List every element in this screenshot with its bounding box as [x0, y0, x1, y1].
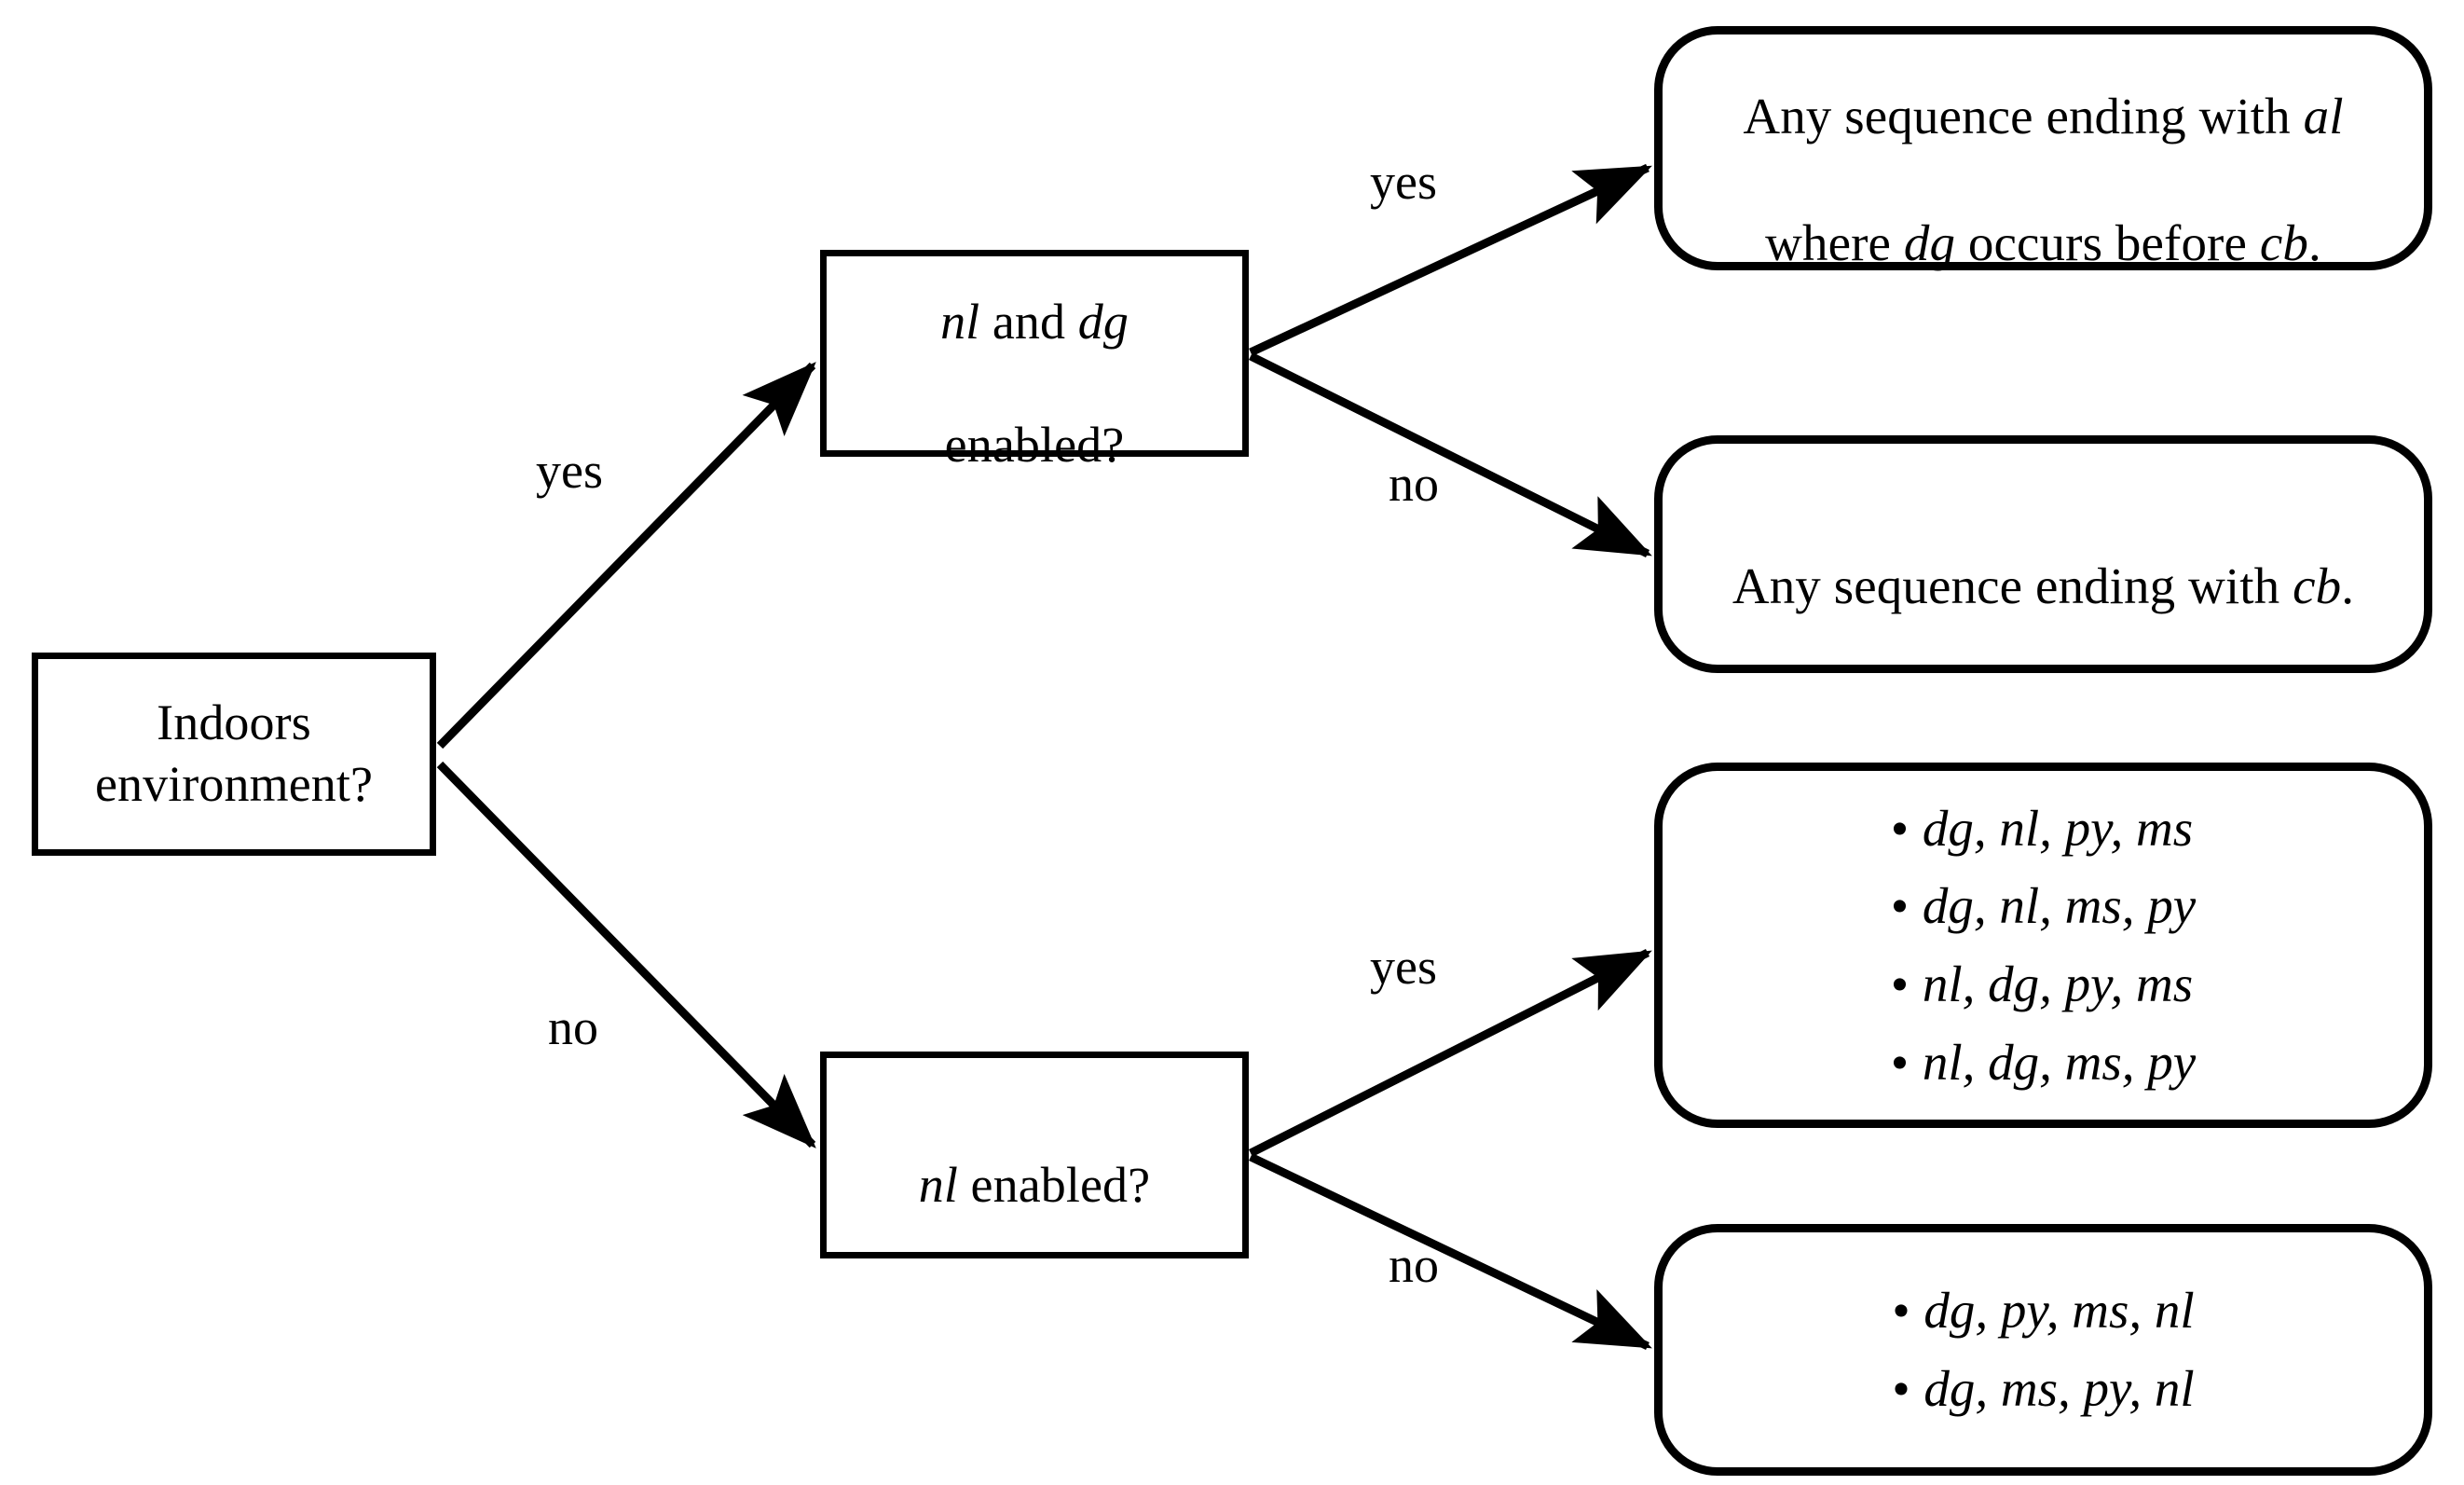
outcome-al-line2-pre: where — [1765, 214, 1904, 272]
list-item: nl, dg, ms, py — [1923, 1024, 2196, 1102]
node-nl-and-dg-enabled-label: nl and dg enabled? — [940, 230, 1129, 476]
mnemonic-al: al — [2303, 87, 2344, 144]
outcome-four-orders-list: dg, nl, py, ms dg, nl, ms, py nl, dg, py… — [1891, 790, 2196, 1101]
edge-root-no — [436, 761, 816, 1148]
list-item: dg, nl, ms, py — [1923, 867, 2196, 945]
outcome-al-line2-mid: occurs before — [1955, 214, 2260, 272]
list-item: dg, py, ms, nl — [1923, 1272, 2194, 1350]
node-outcome-sequence-al[interactable]: Any sequence ending with al where dg occ… — [1654, 26, 2432, 271]
list-item: dg, ms, py, nl — [1923, 1350, 2194, 1428]
edge-nldg-no — [1248, 351, 1652, 558]
node-outcome-sequence-cb-label: Any sequence ending with cb. — [1732, 490, 2354, 617]
node-outcome-four-orders[interactable]: dg, nl, py, ms dg, nl, ms, py nl, dg, py… — [1654, 763, 2432, 1128]
edge-nl-yes — [1248, 948, 1652, 1158]
node-nl-enabled[interactable]: nl enabled? — [820, 1052, 1249, 1258]
node-indoors-environment[interactable]: Indoors environment? — [32, 653, 436, 856]
nl-enabled-rest: enabled? — [957, 1157, 1151, 1213]
node-nl-and-dg-enabled[interactable]: nl and dg enabled? — [820, 250, 1249, 473]
outcome-al-line2-post: . — [2307, 214, 2321, 272]
outcome-two-orders-list: dg, py, ms, nl dg, ms, py, nl — [1892, 1272, 2194, 1427]
mnemonic-cb: cb — [2259, 214, 2308, 272]
mnemonic-dg: dg — [1077, 294, 1129, 351]
list-item: dg, nl, py, ms — [1923, 790, 2196, 868]
edge-label-nldg-yes: yes — [1370, 154, 1437, 210]
node-outcome-sequence-cb[interactable]: Any sequence ending with cb. — [1654, 435, 2432, 673]
edge-nl-no — [1249, 1152, 1652, 1351]
edge-label-nldg-no: no — [1389, 456, 1439, 512]
node-outcome-two-orders[interactable]: dg, py, ms, nl dg, ms, py, nl — [1654, 1224, 2432, 1476]
edge-label-root-yes: yes — [536, 443, 603, 499]
outcome-al-line1-pre: Any sequence ending with — [1743, 87, 2304, 144]
enabled-question-line2: enabled? — [944, 416, 1125, 473]
outcome-cb-pre: Any sequence ending with — [1732, 557, 2293, 614]
mnemonic-dg: dg — [1903, 214, 1956, 272]
node-outcome-sequence-al-label: Any sequence ending with al where dg occ… — [1743, 21, 2343, 276]
outcome-cb-post: . — [2341, 557, 2355, 614]
node-nl-enabled-label: nl enabled? — [919, 1093, 1150, 1217]
mnemonic-cb: cb — [2293, 557, 2342, 614]
mnemonic-nl: nl — [918, 1157, 958, 1213]
mnemonic-nl: nl — [940, 294, 980, 351]
edge-nldg-yes — [1249, 163, 1652, 357]
edge-root-yes — [436, 362, 816, 749]
edge-label-nl-yes: yes — [1370, 939, 1437, 995]
edge-label-root-no: no — [548, 999, 598, 1055]
node-indoors-environment-label: Indoors environment? — [94, 694, 374, 812]
conjunction-and: and — [979, 294, 1078, 351]
edge-label-nl-no: no — [1389, 1237, 1439, 1293]
list-item: nl, dg, py, ms — [1923, 945, 2196, 1024]
